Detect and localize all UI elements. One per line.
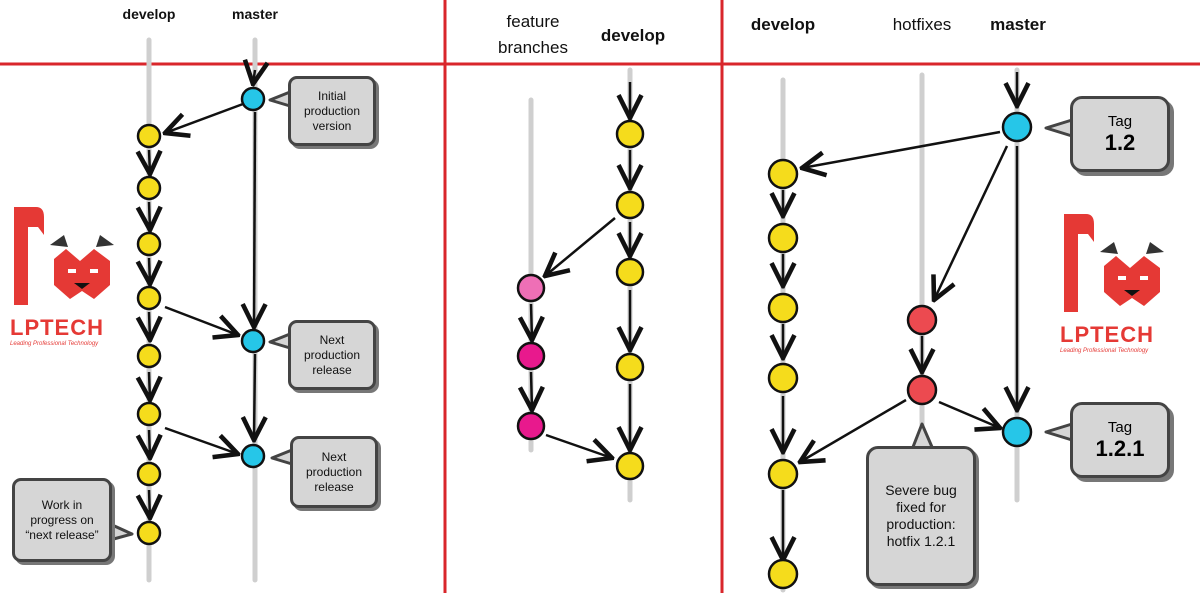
commit-develop bbox=[136, 461, 162, 487]
callout-initial-production: Initial production version bbox=[288, 76, 376, 146]
commit-develop bbox=[136, 285, 162, 311]
logo-tagline: Leading Professional Technology bbox=[1060, 348, 1149, 354]
commit-develop bbox=[767, 222, 799, 254]
callout-text: Work in progress on “next release” bbox=[25, 497, 99, 542]
develop-header: develop bbox=[122, 6, 176, 22]
commit-develop bbox=[767, 292, 799, 324]
commit-arrows bbox=[149, 70, 1017, 560]
commit-hotfix bbox=[906, 304, 938, 336]
callout-next-release: Next production release bbox=[288, 320, 376, 390]
logo-tagline: Leading Professional Technology bbox=[10, 341, 99, 347]
callout-text: Next production release bbox=[305, 449, 363, 494]
commit-feature bbox=[516, 411, 546, 441]
tag-word: Tag bbox=[1107, 419, 1133, 436]
callout-bug-fixed: Severe bug fixed for production: hotfix … bbox=[866, 446, 976, 586]
commit-develop bbox=[615, 119, 645, 149]
logo-name: LPTECH bbox=[1060, 322, 1154, 347]
commit-develop bbox=[136, 123, 162, 149]
commit-master bbox=[1001, 416, 1033, 448]
hotfixes-header: hotfixes bbox=[892, 15, 952, 34]
tag-callout: Tag 1.2 bbox=[1070, 96, 1170, 172]
lptech-logo: LPTECH Leading Professional Technology bbox=[1060, 212, 1170, 354]
commit-develop bbox=[136, 401, 162, 427]
lptech-logo: LPTECH Leading Professional Technology bbox=[10, 205, 120, 347]
commit-master bbox=[240, 86, 266, 112]
commit-hotfix bbox=[906, 374, 938, 406]
commit-develop bbox=[615, 190, 645, 220]
commit-master bbox=[1001, 111, 1033, 143]
commit-develop bbox=[767, 158, 799, 190]
callout-work-in-progress: Work in progress on “next release” bbox=[12, 478, 112, 562]
tag-callout: Tag 1.2.1 bbox=[1070, 402, 1170, 478]
feature-header-line2: branches bbox=[498, 38, 568, 57]
tag-version: 1.2 bbox=[1104, 130, 1136, 155]
commit-master bbox=[240, 443, 266, 469]
callout-text: Severe bug fixed for production: hotfix … bbox=[885, 482, 957, 549]
callout-pointers bbox=[109, 90, 1073, 542]
commit-develop bbox=[136, 175, 162, 201]
fox-head-icon bbox=[1064, 214, 1164, 312]
feature-header-line1: feature bbox=[506, 12, 560, 31]
commit-develop bbox=[615, 352, 645, 382]
callout-text: Next production release bbox=[303, 332, 361, 377]
master-header: master bbox=[232, 6, 278, 22]
commit-feature bbox=[516, 341, 546, 371]
commit-develop bbox=[767, 558, 799, 590]
callout-text: Initial production version bbox=[303, 88, 361, 133]
tag-version: 1.2.1 bbox=[1095, 436, 1145, 461]
callout-next-release: Next production release bbox=[290, 436, 378, 508]
commit-develop bbox=[136, 231, 162, 257]
commit-develop bbox=[615, 451, 645, 481]
commit-master bbox=[240, 328, 266, 354]
commit-feature bbox=[516, 273, 546, 303]
commit-develop bbox=[136, 520, 162, 546]
commit-develop bbox=[767, 362, 799, 394]
tag-word: Tag bbox=[1107, 113, 1133, 130]
commit-develop bbox=[136, 343, 162, 369]
commit-develop bbox=[615, 257, 645, 287]
develop-header: develop bbox=[600, 26, 666, 45]
commit-develop bbox=[767, 458, 799, 490]
master-header: master bbox=[990, 15, 1046, 34]
develop-header: develop bbox=[750, 15, 816, 34]
fox-head-icon bbox=[14, 207, 114, 305]
logo-name: LPTECH bbox=[10, 315, 104, 340]
commits bbox=[136, 86, 1033, 590]
